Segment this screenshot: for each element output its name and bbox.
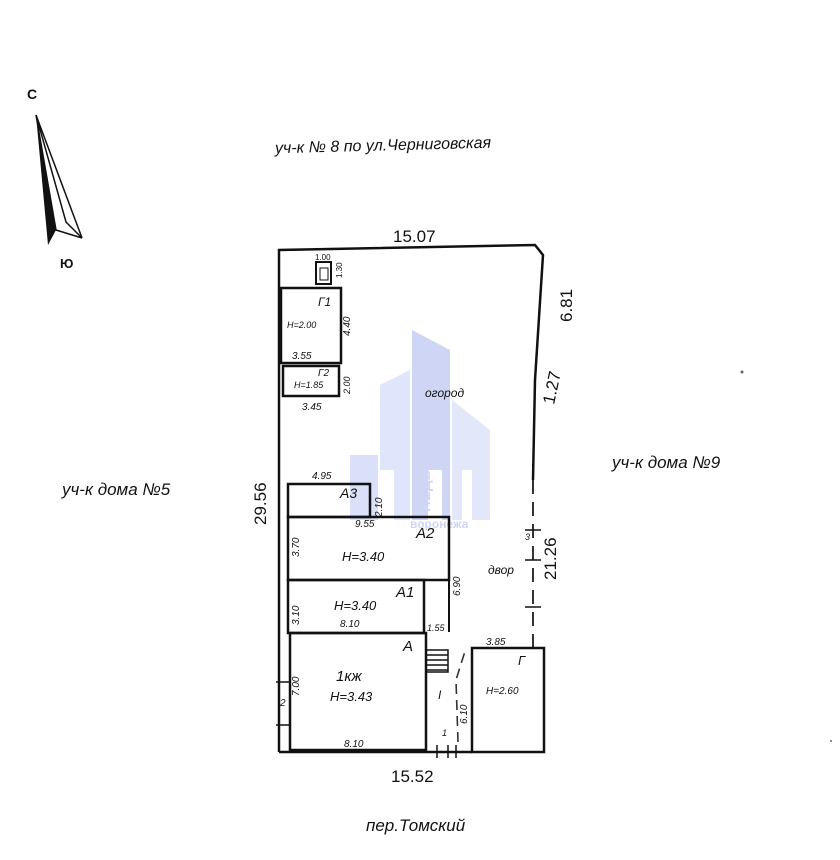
toilet-building: 1.00 1.30: [315, 253, 344, 285]
plot-dim-right-lower: 21.26: [541, 537, 560, 580]
porch: I 1: [425, 649, 449, 738]
gate: [436, 745, 457, 758]
compass-north-label: С: [27, 86, 37, 102]
watermark-text: НЕДВИЖИМОСТЬ: [417, 380, 434, 512]
g2-height: Н=1.85: [294, 380, 324, 390]
g-depth: 6.10: [459, 704, 470, 724]
building-g1: Г1 Н=2.00 3.55 4.40: [279, 286, 353, 365]
g2-width: 3.45: [302, 402, 322, 413]
watermark-subtext: воронежа: [410, 517, 469, 531]
plot-boundary: [277, 243, 545, 752]
g1-height: Н=2.00: [287, 320, 316, 330]
porch-width: 1: [442, 728, 447, 738]
building-a1: А1 Н=3.40 8.10 3.10 1.55: [286, 578, 446, 635]
a1-width: 8.10: [340, 619, 360, 630]
street-label: пер.Томский: [366, 816, 466, 835]
a2-width: 9.55: [355, 519, 375, 530]
main-bottom-width: 8.10: [344, 739, 364, 750]
plot-dim-bottom: 15.52: [391, 767, 434, 786]
a1-letter: А1: [395, 584, 414, 601]
g-letter: Г: [518, 653, 526, 668]
g-height: Н=2.60: [486, 686, 519, 697]
g1-letter: Г1: [318, 295, 331, 309]
a2-height: Н=3.40: [342, 549, 385, 564]
plot-dim-top: 15.07: [393, 227, 436, 246]
a3-depth: 2.10: [374, 497, 385, 518]
a1-depth: 3.10: [291, 605, 302, 625]
building-g2: Г2 Н=1.85 3.45 2.00: [281, 364, 352, 413]
a1-step: 1.55: [427, 623, 446, 633]
toilet-depth: 1.30: [335, 262, 344, 278]
compass: С Ю: [27, 86, 83, 271]
building-main: А 1кж Н=3.43 8.10 7.00 2: [279, 631, 428, 752]
main-label: 1кж: [336, 668, 362, 685]
main-depth: 7.00: [291, 676, 302, 696]
a3-letter: А3: [339, 485, 357, 501]
main-letter: А: [402, 638, 413, 655]
neighbor-east: уч-к дома №9: [611, 453, 721, 472]
main-height: Н=3.43: [330, 689, 373, 704]
neighbor-west: уч-к дома №5: [61, 480, 171, 499]
a1-height: Н=3.40: [334, 598, 377, 613]
main-side: 2: [279, 698, 286, 709]
yard-mark: 3: [525, 532, 530, 542]
neighbor-north: уч-к № 8 по ул.Черниговская: [274, 135, 492, 158]
g2-depth: 2.00: [342, 376, 352, 395]
plot-dim-right-mid: 1.27: [539, 370, 564, 406]
zone-garden: огород: [425, 386, 464, 400]
g-width: 3.85: [486, 637, 506, 648]
a2-depth: 3.70: [291, 537, 302, 557]
g1-width: 3.55: [292, 351, 312, 362]
plot-dim-right-upper: 6.81: [557, 289, 576, 322]
building-g: Г Н=2.60 3.85 6.10: [459, 637, 546, 754]
a2-letter: А2: [415, 525, 435, 542]
a2-side: 6.90: [452, 576, 463, 596]
compass-south-label: Ю: [60, 256, 73, 271]
a3-width: 4.95: [312, 471, 332, 482]
building-a2: А2 Н=3.40 9.55 3.70 6.90: [286, 515, 463, 596]
porch-letter: I: [438, 688, 442, 702]
plot-dim-left: 29.56: [251, 482, 270, 525]
zone-yard: двор: [488, 563, 514, 577]
watermark: НЕДВИЖИМОСТЬ воронежа: [350, 330, 490, 531]
toilet-width: 1.00: [315, 253, 331, 262]
g2-letter: Г2: [318, 368, 329, 379]
g1-depth: 4.40: [342, 316, 353, 336]
